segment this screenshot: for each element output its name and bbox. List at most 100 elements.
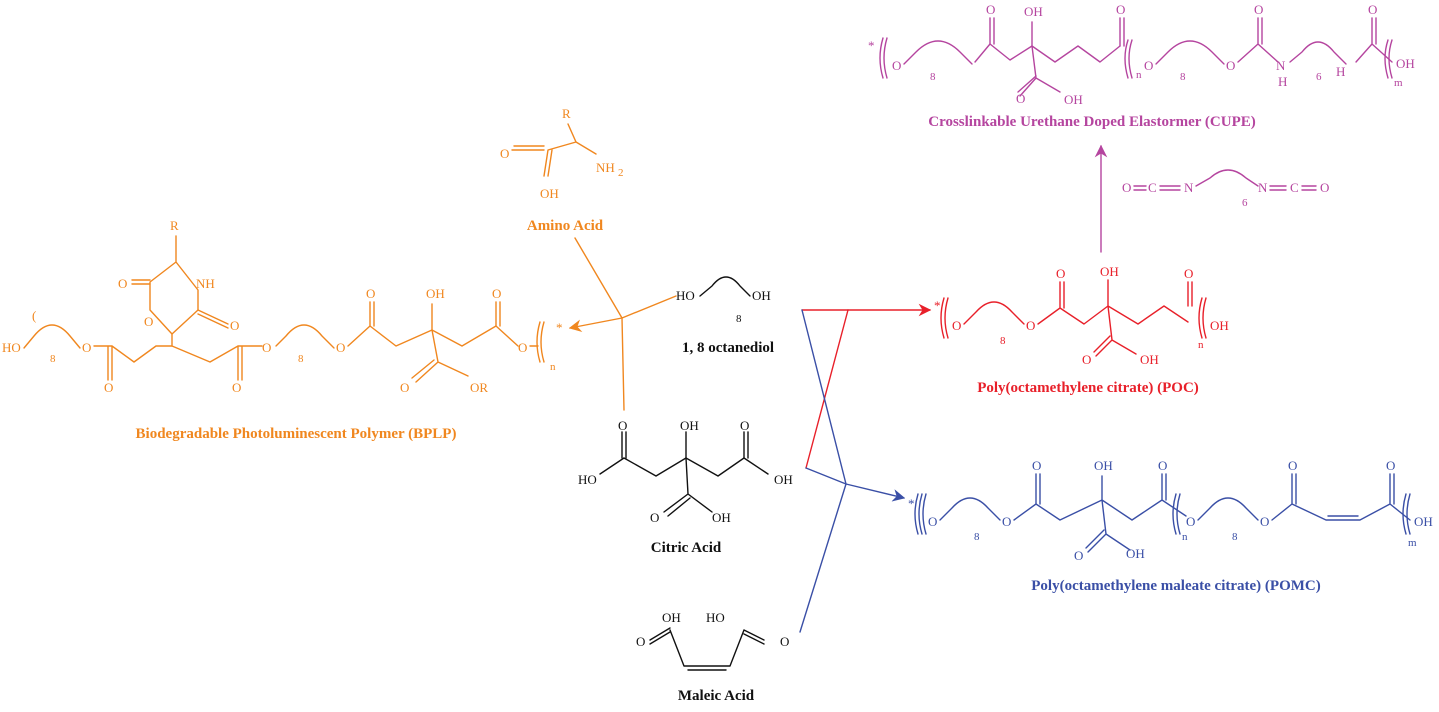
svg-text:O: O [1260, 514, 1269, 529]
svg-text:O: O [1254, 2, 1263, 17]
svg-text:O: O [1016, 91, 1025, 106]
poc-reaction-arrow [801, 303, 932, 469]
svg-text:Biodegradable Photoluminescent: Biodegradable Photoluminescent Polymer (… [136, 426, 457, 442]
hdi-structure: O C N 6 N C O [1122, 169, 1329, 209]
svg-text:O: O [1056, 266, 1065, 281]
svg-text:N: N [1258, 180, 1268, 195]
svg-text:1, 8 octanediol: 1, 8 octanediol [682, 340, 774, 356]
svg-text:O: O [1386, 458, 1395, 473]
poc-structure: * O 8 O O OH O O OH OH n [934, 264, 1229, 367]
svg-text:O: O [1368, 2, 1377, 17]
svg-text:n: n [550, 361, 556, 373]
svg-text:OH: OH [1396, 56, 1415, 71]
svg-text:O: O [366, 286, 375, 301]
svg-text:OH: OH [1126, 546, 1145, 561]
svg-text:8: 8 [50, 353, 56, 365]
svg-text:OH: OH [1094, 458, 1113, 473]
svg-text:Maleic Acid: Maleic Acid [678, 688, 755, 704]
svg-text:Poly(octamethylene maleate cit: Poly(octamethylene maleate citrate) (POM… [1031, 578, 1320, 594]
octanediol-label: 1, 8 octanediol [682, 340, 774, 356]
svg-text:N: N [1184, 180, 1194, 195]
svg-text:OH: OH [1210, 318, 1229, 333]
svg-text:8: 8 [736, 313, 742, 325]
svg-text:H: H [1278, 74, 1287, 89]
amino-acid-structure: R O NH 2 OH [500, 106, 624, 201]
svg-text:O: O [1122, 180, 1131, 195]
citric-acid-structure: O HO OH O OH O OH [578, 418, 793, 525]
svg-text:(: ( [32, 308, 36, 323]
bplp-reaction-arrows [568, 237, 677, 411]
svg-text:C: C [1290, 180, 1299, 195]
svg-text:NH: NH [596, 160, 615, 175]
svg-text:*: * [868, 38, 875, 53]
svg-text:O: O [1144, 58, 1153, 73]
svg-text:Poly(octamethylene citrate) (P: Poly(octamethylene citrate) (POC) [977, 380, 1199, 396]
svg-text:O: O [1320, 180, 1329, 195]
svg-text:OH: OH [662, 610, 681, 625]
svg-text:n: n [1136, 69, 1142, 81]
svg-text:H: H [1336, 64, 1345, 79]
svg-text:OH: OH [426, 286, 445, 301]
svg-text:8: 8 [930, 71, 936, 83]
svg-text:*: * [934, 298, 941, 313]
svg-text:O: O [618, 418, 627, 433]
svg-text:O: O [1082, 352, 1091, 367]
citric-acid-label: Citric Acid [651, 540, 722, 556]
svg-text:6: 6 [1242, 197, 1248, 209]
svg-text:O: O [1002, 514, 1011, 529]
svg-text:C: C [1148, 180, 1157, 195]
svg-text:O: O [104, 380, 113, 395]
pomc-reaction-arrow [799, 309, 906, 633]
svg-text:O: O [650, 510, 659, 525]
svg-text:Citric Acid: Citric Acid [651, 540, 722, 556]
svg-text:O: O [118, 276, 127, 291]
svg-text:O: O [952, 318, 961, 333]
svg-text:2: 2 [618, 167, 624, 179]
svg-text:N: N [1276, 58, 1286, 73]
svg-text:OH: OH [1414, 514, 1433, 529]
svg-text:OH: OH [752, 288, 771, 303]
svg-text:OH: OH [1024, 4, 1043, 19]
cupe-label: Crosslinkable Urethane Doped Elastormer … [928, 114, 1256, 130]
svg-text:8: 8 [974, 531, 980, 543]
svg-text:O: O [1116, 2, 1125, 17]
svg-text:O: O [892, 58, 901, 73]
pomc-structure: * O 8 O O OH O O OH n O 8 O O O OH m [908, 458, 1433, 563]
maleic-acid-structure: O OH HO O [636, 610, 789, 671]
svg-text:8: 8 [1000, 335, 1006, 347]
svg-text:O: O [636, 634, 645, 649]
svg-text:OH: OH [680, 418, 699, 433]
svg-text:O: O [1186, 514, 1195, 529]
svg-text:8: 8 [298, 353, 304, 365]
svg-text:OR: OR [470, 380, 488, 395]
svg-text:O: O [1288, 458, 1297, 473]
svg-text:R: R [170, 218, 179, 233]
svg-text:Crosslinkable Urethane Doped E: Crosslinkable Urethane Doped Elastormer … [928, 114, 1256, 130]
svg-text:m: m [1394, 77, 1403, 89]
svg-text:O: O [1032, 458, 1041, 473]
svg-text:m: m [1408, 537, 1417, 549]
svg-text:O: O [230, 318, 239, 333]
svg-text:HO: HO [2, 340, 21, 355]
svg-text:HO: HO [578, 472, 597, 487]
bplp-label: Biodegradable Photoluminescent Polymer (… [136, 426, 457, 442]
svg-text:n: n [1182, 531, 1188, 543]
svg-text:O: O [518, 340, 527, 355]
svg-text:O: O [1026, 318, 1035, 333]
svg-text:O: O [336, 340, 345, 355]
svg-text:OH: OH [540, 186, 559, 201]
svg-text:NH: NH [196, 276, 215, 291]
svg-text:R: R [562, 106, 571, 121]
svg-text:O: O [1074, 548, 1083, 563]
svg-text:O: O [82, 340, 91, 355]
svg-text:O: O [262, 340, 271, 355]
svg-text:O: O [500, 146, 509, 161]
svg-text:HO: HO [706, 610, 725, 625]
cupe-structure: * O 8 O OH O OH O n O 8 O O N H 6 H O OH… [868, 2, 1415, 107]
svg-text:O: O [1158, 458, 1167, 473]
svg-text:O: O [986, 2, 995, 17]
amino-acid-label: Amino Acid [527, 218, 604, 234]
octanediol-structure: HO 8 OH [676, 276, 771, 325]
svg-text:Amino Acid: Amino Acid [527, 218, 604, 234]
